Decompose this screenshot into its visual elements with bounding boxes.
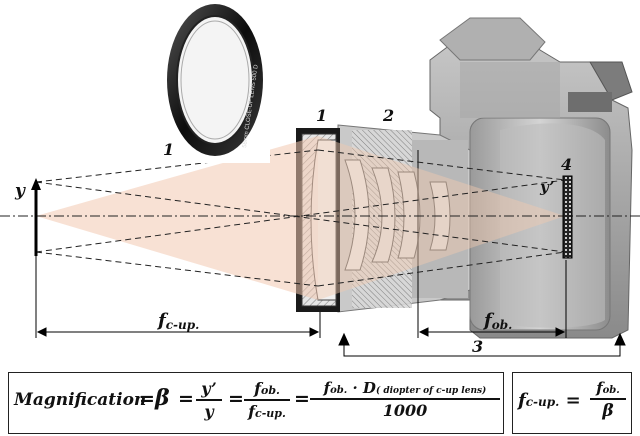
- filter-caption: 1: [163, 140, 174, 159]
- diopter-den: 1000: [382, 400, 428, 420]
- beta-symbol: β: [155, 385, 170, 411]
- fob-num: fob.: [254, 379, 280, 398]
- ray-lines: [35, 149, 566, 287]
- camera-body: [429, 17, 633, 339]
- equals-1: =: [139, 388, 155, 410]
- lens1-label: 1: [316, 106, 327, 125]
- diopter-num: fob. · D( diopter of c-up lens): [323, 379, 487, 397]
- object-arrow: [31, 178, 41, 256]
- filter-photo: 58mm CLOSE-UP LENS 500 D: [160, 0, 270, 163]
- sensor4-label: 4: [561, 155, 572, 174]
- image-sensor: [562, 175, 573, 259]
- focal-ratio-fraction: fob. fc-up.: [244, 379, 290, 421]
- distance3-label: 3: [472, 337, 483, 356]
- focal-length-formula-box: [512, 372, 632, 434]
- object-label: y: [14, 181, 26, 201]
- light-cone-inner: [318, 136, 565, 300]
- fcup-lhs: fc-up. =: [518, 390, 581, 411]
- magnification-text: Magnification: [14, 390, 147, 410]
- image-label: y’: [539, 178, 555, 196]
- f-cup-label: fc-up.: [156, 310, 199, 332]
- dimension-lines: [35, 256, 626, 357]
- equals-3: =: [228, 388, 244, 410]
- lens2-label: 2: [382, 106, 394, 125]
- y-ratio-fraction: y’ y: [196, 379, 222, 421]
- equals-2: =: [178, 388, 194, 410]
- equals-4: =: [294, 388, 310, 410]
- magnification-formula-box: [8, 372, 504, 434]
- diopter-fraction: fob. · D( diopter of c-up lens) 1000: [310, 379, 500, 420]
- y-prime-num: y’: [201, 379, 217, 398]
- camera-lens: [337, 124, 471, 313]
- y-den: y: [204, 401, 214, 421]
- fob-beta-num: fob.: [596, 379, 620, 397]
- light-cone: [36, 136, 318, 300]
- beta-den: β: [602, 400, 614, 421]
- fcup-den: fc-up.: [248, 401, 286, 421]
- fob-beta-fraction: fob. β: [590, 379, 626, 421]
